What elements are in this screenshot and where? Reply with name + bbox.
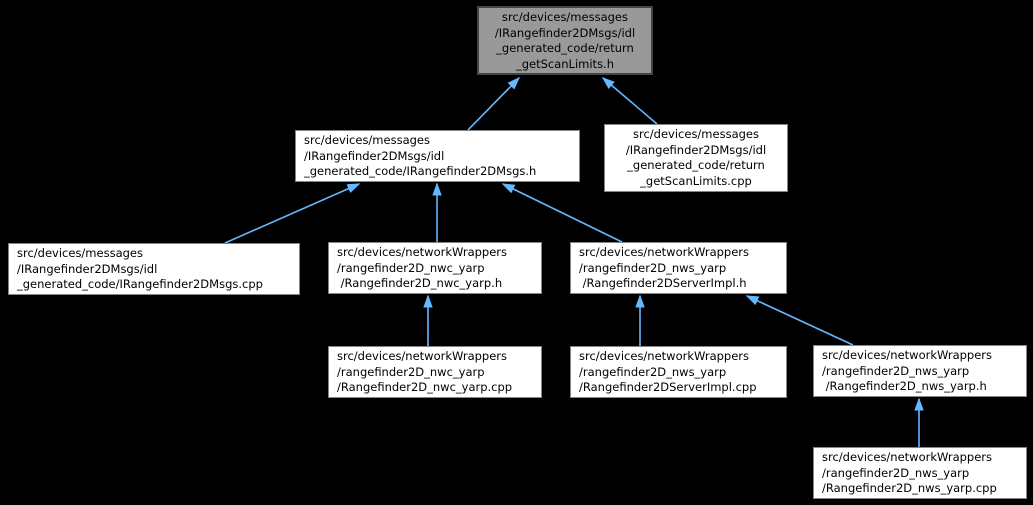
node-Rangefinder2D-nws-yarp-cpp[interactable]: src/devices/networkWrappers /rangefinder… xyxy=(813,447,1027,499)
node-return-getScanLimits-h[interactable]: src/devices/messages /IRangefinder2DMsgs… xyxy=(477,6,653,75)
node-Rangefinder2DServerImpl-cpp[interactable]: src/devices/networkWrappers /rangefinder… xyxy=(570,346,787,398)
node-Rangefinder2DServerImpl-h[interactable]: src/devices/networkWrappers /rangefinder… xyxy=(570,242,787,294)
edge-Rangefinder2D_nws_yarp_h-to-Rangefinder2DServerImpl_h xyxy=(745,295,854,346)
node-Rangefinder2D-nwc-yarp-h[interactable]: src/devices/networkWrappers /rangefinder… xyxy=(328,242,542,294)
node-IRangefinder2DMsgs-h[interactable]: src/devices/messages /IRangefinder2DMsgs… xyxy=(295,130,580,182)
edge-IRangefinder2DMsgs_cpp-to-IRangefinder2DMsgs_h xyxy=(224,183,361,244)
node-return-getScanLimits-cpp[interactable]: src/devices/messages /IRangefinder2DMsgs… xyxy=(604,124,788,192)
node-IRangefinder2DMsgs-cpp[interactable]: src/devices/messages /IRangefinder2DMsgs… xyxy=(8,243,300,295)
edge-return_getScanLimits_cpp-to-return_getScanLimits_h xyxy=(601,77,658,125)
node-Rangefinder2D-nwc-yarp-cpp[interactable]: src/devices/networkWrappers /rangefinder… xyxy=(328,346,542,398)
edge-IRangefinder2DMsgs_h-to-return_getScanLimits_h xyxy=(467,76,521,131)
node-Rangefinder2D-nws-yarp-h[interactable]: src/devices/networkWrappers /rangefinder… xyxy=(813,345,1027,397)
edge-Rangefinder2DServerImpl_h-to-IRangefinder2DMsgs_h xyxy=(501,183,623,243)
